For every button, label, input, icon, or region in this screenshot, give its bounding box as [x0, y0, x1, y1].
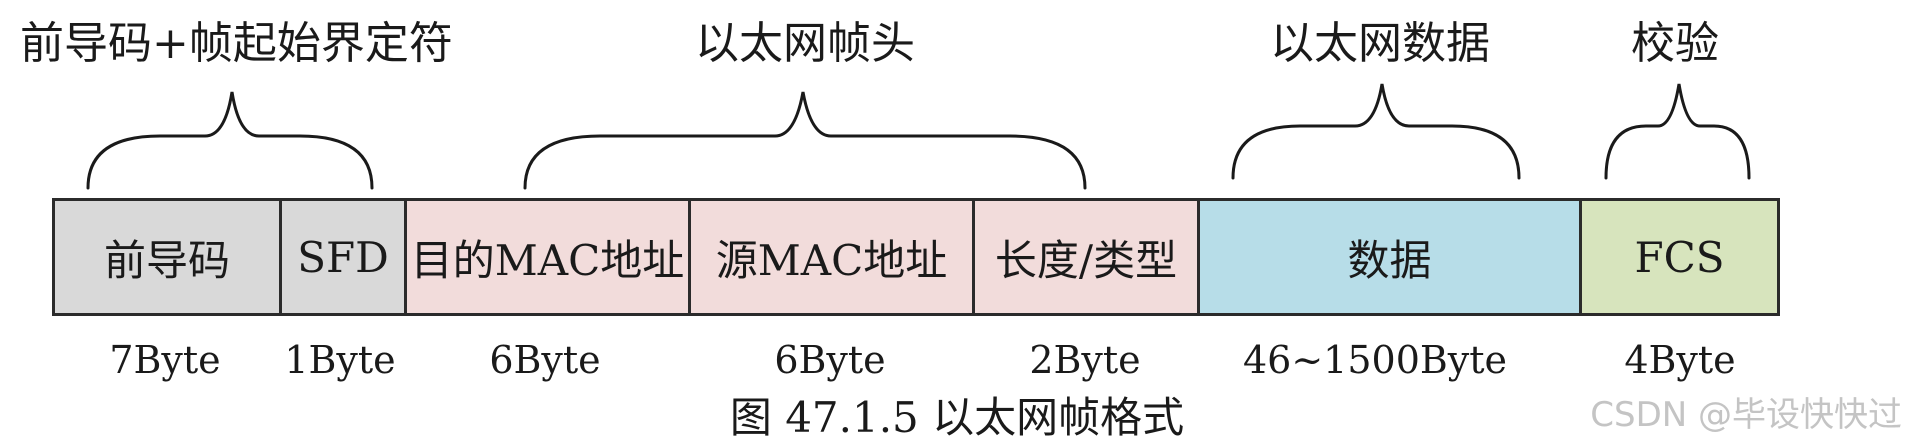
group-title-frame-data: 以太网数据	[1270, 18, 1490, 69]
size-data: 46~1500Byte	[1242, 338, 1508, 382]
brace-frame-data	[1231, 83, 1521, 180]
field-sfd: SFD	[282, 201, 407, 313]
brace-checksum	[1604, 83, 1751, 180]
field-length-type-label: 长度/类型	[994, 235, 1178, 285]
brace-preamble-sfd	[86, 91, 374, 190]
watermark: CSDN @毕设快快过	[1590, 395, 1902, 435]
figure-caption: 图 47.1.5 以太网帧格式	[729, 393, 1185, 442]
field-length-type: 长度/类型	[975, 201, 1200, 313]
field-preamble: 前导码	[55, 201, 282, 313]
size-sfd: 1Byte	[284, 338, 396, 382]
field-src-mac-label: 源MAC地址	[715, 235, 948, 285]
size-length-type: 2Byte	[1029, 338, 1141, 382]
field-fcs-label: FCS	[1634, 232, 1725, 282]
field-dest-mac-label: 目的MAC地址	[410, 235, 685, 285]
field-dest-mac: 目的MAC地址	[407, 201, 691, 313]
group-title-frame-header: 以太网帧头	[695, 18, 915, 69]
size-fcs: 4Byte	[1624, 338, 1736, 382]
field-data-label: 数据	[1347, 235, 1432, 285]
field-sfd-label: SFD	[297, 232, 389, 282]
size-dest-mac: 6Byte	[489, 338, 601, 382]
field-fcs: FCS	[1582, 201, 1777, 313]
group-title-checksum: 校验	[1631, 18, 1719, 69]
size-preamble: 7Byte	[109, 338, 221, 382]
group-title-preamble-sfd: 前导码+帧起始界定符	[20, 18, 453, 69]
brace-frame-header	[523, 91, 1087, 190]
field-src-mac: 源MAC地址	[691, 201, 975, 313]
size-src-mac: 6Byte	[774, 338, 886, 382]
field-data: 数据	[1200, 201, 1582, 313]
field-preamble-label: 前导码	[103, 235, 230, 285]
group-braces	[86, 83, 1751, 190]
frame-fields-row: 前导码 SFD 目的MAC地址 源MAC地址 长度/类型 数据 FCS	[52, 198, 1780, 316]
